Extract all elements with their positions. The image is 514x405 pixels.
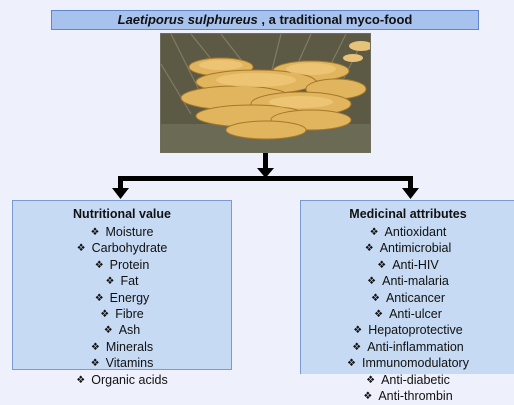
nutritional-item-label: Organic acids bbox=[91, 373, 167, 387]
nutritional-item-label: Ash bbox=[119, 323, 141, 337]
medicinal-heading: Medicinal attributes bbox=[301, 207, 514, 221]
medicinal-item-label: Anti-inflammation bbox=[367, 340, 464, 354]
medicinal-item: ❖ Antioxidant bbox=[301, 225, 514, 241]
diamond-bullet-icon: ❖ bbox=[370, 227, 379, 238]
diamond-bullet-icon: ❖ bbox=[91, 342, 100, 353]
diamond-bullet-icon: ❖ bbox=[100, 309, 109, 320]
medicinal-item: ❖ Anti-inflammation bbox=[301, 340, 514, 356]
medicinal-item-label: Anti-diabetic bbox=[381, 373, 450, 387]
nutritional-item-label: Carbohydrate bbox=[92, 241, 168, 255]
nutritional-item: ❖ Fibre bbox=[13, 307, 231, 323]
nutritional-item: ❖ Fat bbox=[13, 274, 231, 290]
nutritional-item: ❖ Carbohydrate bbox=[13, 241, 231, 257]
diamond-bullet-icon: ❖ bbox=[91, 227, 100, 238]
medicinal-item-label: Antioxidant bbox=[385, 225, 447, 239]
medicinal-item-label: Anticancer bbox=[386, 291, 445, 305]
nutritional-item: ❖ Vitamins bbox=[13, 356, 231, 372]
nutritional-item: ❖ Energy bbox=[13, 291, 231, 307]
diamond-bullet-icon: ❖ bbox=[91, 358, 100, 369]
medicinal-item: ❖ Anti-HIV bbox=[301, 258, 514, 274]
diamond-bullet-icon: ❖ bbox=[77, 243, 86, 254]
nutritional-item: ❖ Moisture bbox=[13, 225, 231, 241]
medicinal-attributes-box: Medicinal attributes ❖Antioxidant❖Antimi… bbox=[300, 200, 514, 374]
diamond-bullet-icon: ❖ bbox=[105, 276, 114, 287]
diamond-bullet-icon: ❖ bbox=[367, 276, 376, 287]
diamond-bullet-icon: ❖ bbox=[363, 391, 372, 402]
nutritional-item-label: Fat bbox=[120, 274, 138, 288]
medicinal-item-label: Immunomodulatory bbox=[362, 356, 469, 370]
nutritional-item-label: Energy bbox=[110, 291, 150, 305]
medicinal-item: ❖ Antimicrobial bbox=[301, 241, 514, 257]
nutritional-heading: Nutritional value bbox=[13, 207, 231, 221]
nutritional-item: ❖ Ash bbox=[13, 323, 231, 339]
medicinal-list: ❖Antioxidant❖Antimicrobial❖Anti-HIV❖Anti… bbox=[301, 225, 514, 405]
medicinal-item: ❖ Anticancer bbox=[301, 291, 514, 307]
diamond-bullet-icon: ❖ bbox=[377, 260, 386, 271]
diamond-bullet-icon: ❖ bbox=[365, 243, 374, 254]
medicinal-item-label: Hepatoprotective bbox=[368, 323, 463, 337]
medicinal-item-label: Anti-HIV bbox=[392, 258, 439, 272]
diamond-bullet-icon: ❖ bbox=[95, 293, 104, 304]
diamond-bullet-icon: ❖ bbox=[374, 309, 383, 320]
diamond-bullet-icon: ❖ bbox=[95, 260, 104, 271]
diamond-bullet-icon: ❖ bbox=[352, 342, 361, 353]
medicinal-item: ❖ Anti-ulcer bbox=[301, 307, 514, 323]
diamond-bullet-icon: ❖ bbox=[366, 375, 375, 386]
nutritional-item: ❖ Minerals bbox=[13, 340, 231, 356]
diamond-bullet-icon: ❖ bbox=[347, 358, 356, 369]
medicinal-item-label: Anti-ulcer bbox=[389, 307, 442, 321]
medicinal-item: ❖ Anti-malaria bbox=[301, 274, 514, 290]
medicinal-item: ❖ Anti-diabetic bbox=[301, 373, 514, 389]
nutritional-item-label: Minerals bbox=[106, 340, 153, 354]
nutritional-item: ❖ Protein bbox=[13, 258, 231, 274]
diamond-bullet-icon: ❖ bbox=[353, 325, 362, 336]
nutritional-item-label: Moisture bbox=[106, 225, 154, 239]
medicinal-item: ❖ Immunomodulatory bbox=[301, 356, 514, 372]
nutritional-item-label: Protein bbox=[110, 258, 150, 272]
medicinal-item-label: Anti-malaria bbox=[382, 274, 449, 288]
diamond-bullet-icon: ❖ bbox=[371, 293, 380, 304]
diamond-bullet-icon: ❖ bbox=[104, 325, 113, 336]
medicinal-item-label: Antimicrobial bbox=[380, 241, 452, 255]
nutritional-value-box: Nutritional value ❖ Moisture ❖ Carbohydrate… bbox=[12, 200, 232, 370]
nutritional-item: ❖ Organic acids bbox=[13, 373, 231, 389]
medicinal-item: ❖ Hepatoprotective bbox=[301, 323, 514, 339]
nutritional-list: ❖Moisture❖Carbohydrate❖Protein❖Fat❖Energ… bbox=[13, 225, 231, 389]
medicinal-item: ❖ Anti-thrombin bbox=[301, 389, 514, 405]
nutritional-item-label: Vitamins bbox=[106, 356, 154, 370]
nutritional-item-label: Fibre bbox=[115, 307, 143, 321]
diamond-bullet-icon: ❖ bbox=[76, 375, 85, 386]
medicinal-item-label: Anti-thrombin bbox=[378, 389, 452, 403]
